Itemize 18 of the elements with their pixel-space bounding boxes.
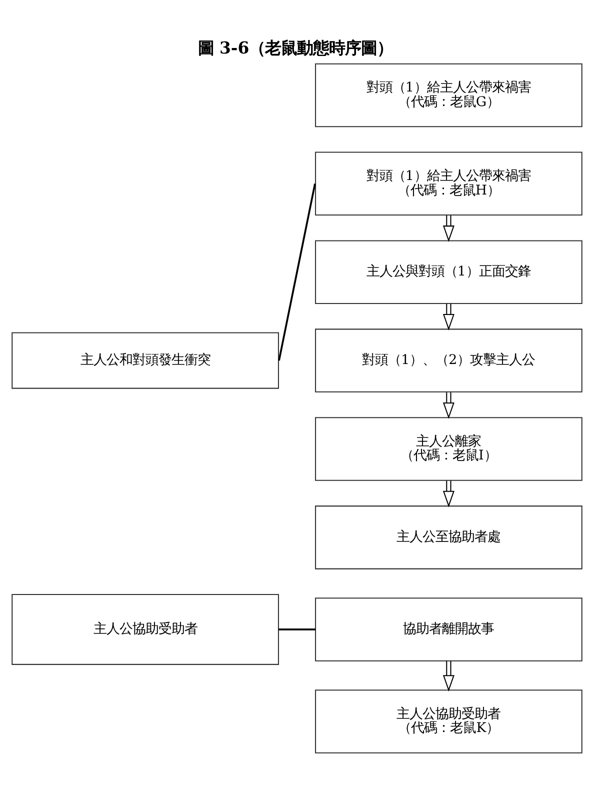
node-box: 對頭（1）、（2）攻擊主人公 [315,328,582,392]
arrow [442,660,454,692]
connector [278,183,316,361]
node-box: 主人公協助受助者 [12,594,279,665]
node-box: 主人公協助受助者 （代碼：老鼠K） [315,690,582,754]
arrow [442,480,454,508]
node-box: 主人公和對頭發生衝突 [12,332,279,389]
node-box: 主人公離家 （代碼：老鼠I） [315,417,582,481]
diagram-title: 圖 3-6（老鼠動態時序圖） [198,38,394,58]
arrow [442,215,454,242]
arrow [442,304,454,330]
node-box: 對頭（1）給主人公帶來禍害 （代碼：老鼠H） [315,152,582,216]
node-box: 協助者離開故事 [315,598,582,662]
node-box: 主人公至協助者處 [315,506,582,570]
node-box: 對頭（1）給主人公帶來禍害 （代碼：老鼠G） [315,63,582,128]
arrow [442,392,454,419]
connector [278,628,316,630]
node-box: 主人公與對頭（1）正面交鋒 [315,240,582,304]
